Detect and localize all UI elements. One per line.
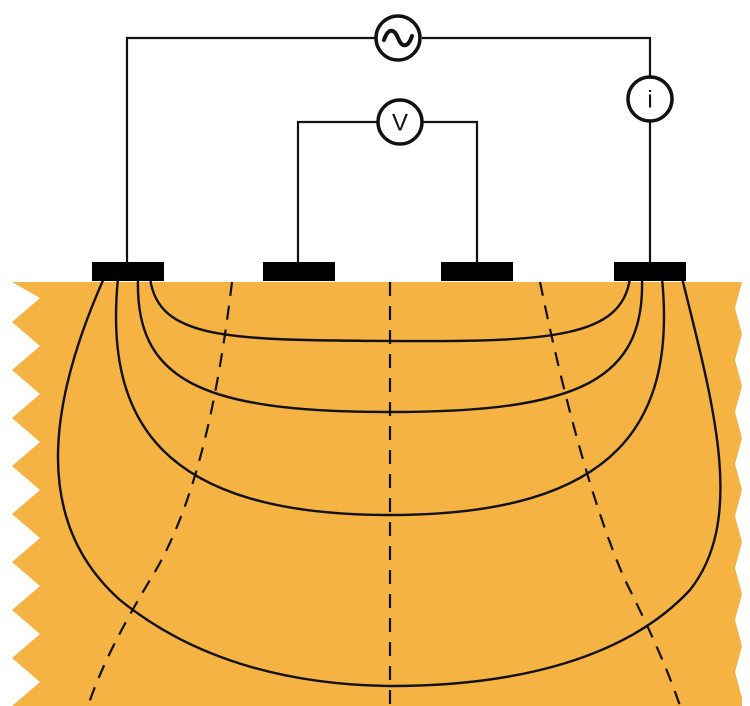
current-line-4	[56, 277, 722, 688]
sine-wave-icon	[382, 28, 414, 48]
potential-electrode-n	[441, 262, 513, 281]
current-electrode-a	[92, 262, 164, 281]
equipotential-line-left	[86, 281, 234, 706]
ammeter-label: i	[647, 87, 652, 114]
current-circuit-wire	[125, 36, 652, 262]
potential-circuit-wire	[296, 120, 479, 262]
equipotential-line-right	[538, 281, 682, 706]
current-line-3	[114, 277, 666, 517]
ground-block	[12, 282, 742, 706]
potential-electrode-m	[263, 262, 335, 281]
ac-source-icon	[374, 14, 422, 62]
ammeter-icon: i	[626, 75, 674, 123]
current-electrode-b	[614, 262, 686, 281]
voltmeter-label: V	[392, 110, 408, 137]
voltmeter-icon: V	[376, 98, 424, 146]
